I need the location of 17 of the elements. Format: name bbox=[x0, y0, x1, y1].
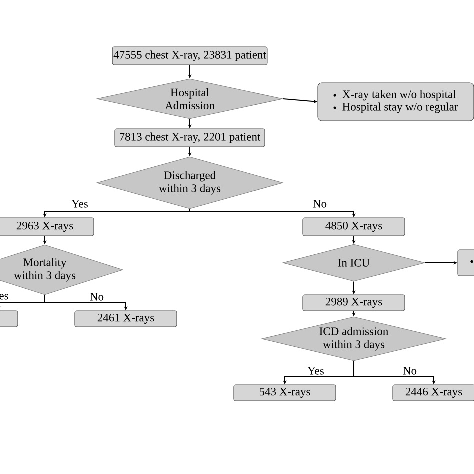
process-box: 543 X-rays bbox=[234, 384, 336, 402]
process-box bbox=[0, 310, 18, 328]
edge-label: es bbox=[0, 294, 8, 300]
edge-label: Yes bbox=[308, 367, 324, 375]
edge-label: No bbox=[90, 293, 104, 301]
process-box: • bbox=[458, 250, 474, 276]
edge-label: Yes bbox=[72, 200, 88, 208]
process-box: 7813 chest X-ray, 2201 patient bbox=[114, 128, 266, 148]
process-box: 47555 chest X-ray, 23831 patient bbox=[112, 46, 268, 66]
process-box: 4850 X-rays bbox=[302, 218, 406, 236]
process-box: 2963 X-rays bbox=[0, 218, 94, 236]
process-box: 2446 X-rays bbox=[392, 384, 474, 402]
outcome-box: X-ray taken w/o hospital Hospital stay w/o regular bbox=[318, 82, 474, 122]
process-box: 2461 X-rays bbox=[74, 310, 178, 328]
edge-label: No bbox=[403, 367, 417, 375]
edge-label: No bbox=[313, 200, 327, 208]
process-box: 2989 X-rays bbox=[302, 294, 406, 312]
